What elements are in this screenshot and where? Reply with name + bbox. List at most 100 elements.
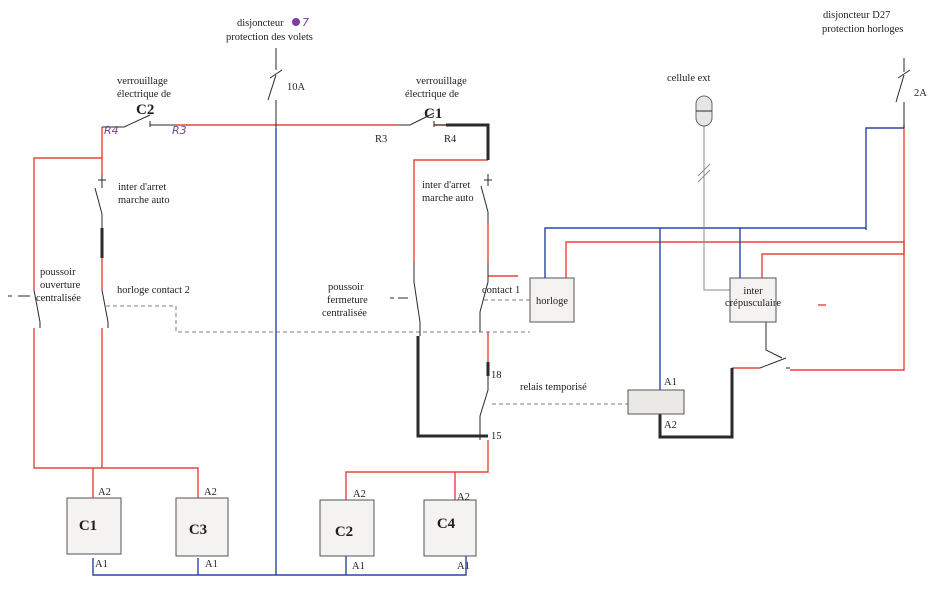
push-close-line2: fermeture xyxy=(327,295,368,306)
contactor-c2-name: C2 xyxy=(335,524,353,540)
wire-cell xyxy=(703,126,740,291)
stop-left-line1: inter d'arret xyxy=(118,182,166,193)
breaker-clock-line1: disjoncteur D27 xyxy=(823,10,890,21)
push-open xyxy=(8,289,530,333)
neutral-wires xyxy=(92,127,904,576)
contactor-c2: C2 A2 A1 xyxy=(319,489,375,572)
lock-c1-name: C1 xyxy=(424,106,442,122)
contactor-c3-top: A2 xyxy=(204,487,217,498)
contact1-label: contact 1 xyxy=(482,285,520,296)
thick-relay-return xyxy=(658,368,734,439)
push-close-line3: centralisée xyxy=(322,308,367,319)
breaker-10a-rating: 10A xyxy=(287,82,306,93)
lock-c2-line1: verrouillage xyxy=(117,76,168,87)
lock-c2-line2: électrique de xyxy=(117,89,171,100)
lock-c1-line2: électrique de xyxy=(405,89,459,100)
contactor-c3: C3 A2 A1 xyxy=(175,487,229,570)
thick-right-return xyxy=(416,336,488,438)
lock-c1-left: R3 xyxy=(375,134,387,145)
push-open-symbol xyxy=(8,289,41,328)
left-stop-switch xyxy=(94,175,106,228)
breaker-main-mark-icon xyxy=(292,18,300,26)
lock-c2-right: R3 xyxy=(172,124,187,137)
wire-neutral-top xyxy=(865,127,904,230)
wire-left-branch xyxy=(33,127,103,290)
relay-coil-box xyxy=(627,389,685,415)
relay-contact-symbol xyxy=(479,376,489,440)
push-close-symbol xyxy=(390,262,421,336)
contactor-c4-top: A2 xyxy=(457,492,470,503)
push-close xyxy=(390,262,530,336)
twilight-switch-symbol xyxy=(759,357,790,369)
relay-a2: A2 xyxy=(664,420,677,431)
relay-a1: A1 xyxy=(664,377,677,388)
contactor-c3-bottom: A1 xyxy=(205,559,218,570)
lock-c1-line1: verrouillage xyxy=(416,76,467,87)
contactor-c2-bottom: A1 xyxy=(352,561,365,572)
contactor-c4-box xyxy=(423,499,477,557)
contactor-c4-name: C4 xyxy=(437,516,456,532)
clock-contact2-label: horloge contact 2 xyxy=(117,285,190,296)
breaker-10a: 10A xyxy=(267,48,306,128)
stop-right-line1: inter d'arret xyxy=(422,180,470,191)
breaker-main-line2: protection des volets xyxy=(226,32,313,43)
right-stop-symbol xyxy=(480,174,492,222)
clock-contact2-symbol xyxy=(101,289,109,328)
contactor-c1-box xyxy=(66,497,122,555)
lock-c2-name: C2 xyxy=(136,102,154,118)
breaker-2a-rating: 2A xyxy=(914,88,927,99)
right-stop-switch xyxy=(480,174,492,222)
lock-c2-left: R4 xyxy=(104,124,119,137)
breaker-clock-line2: protection horloges xyxy=(822,24,903,35)
wire-relay-switch-link xyxy=(765,322,783,359)
thick-lock-c1 xyxy=(446,123,490,160)
clock-label: horloge xyxy=(536,296,568,307)
contactor-c4-bottom: A1 xyxy=(457,561,470,572)
contactor-c1-bottom: A1 xyxy=(95,559,108,570)
lock-c1-symbol xyxy=(397,112,446,127)
breaker-main-line1: disjoncteur xyxy=(237,18,284,29)
clock-contact2-link xyxy=(106,305,530,333)
wire-twilight-top xyxy=(761,253,904,278)
contactor-c2-top: A2 xyxy=(353,489,366,500)
push-open-line3: centralisée xyxy=(36,293,81,304)
phase-wires xyxy=(33,124,905,500)
twilight-label-2: crépusculaire xyxy=(725,298,781,309)
cell-wires xyxy=(697,126,740,291)
relay-contact: 18 15 xyxy=(479,370,628,442)
stop-left-line2: marche auto xyxy=(118,195,170,206)
cell-label: cellule ext xyxy=(667,73,711,84)
push-open-line1: poussoir xyxy=(40,267,76,278)
breaker-10a-line xyxy=(267,48,283,128)
contact1-symbol xyxy=(479,262,489,332)
push-open-line2: ouverture xyxy=(40,280,81,291)
wire-cell-cut1 xyxy=(697,163,711,177)
contactor-c1-top: A2 xyxy=(98,487,111,498)
contactor-c3-box xyxy=(175,497,229,557)
wire-right-bus xyxy=(345,440,489,500)
terminal-18: 18 xyxy=(491,370,502,381)
wire-right-branch xyxy=(413,159,488,262)
clock-box xyxy=(529,277,575,323)
wire-neutral-clock xyxy=(544,227,741,278)
stop-right-line2: marche auto xyxy=(422,193,474,204)
lock-c1-contact xyxy=(397,112,446,127)
twilight-box xyxy=(729,277,777,323)
lock-c2-symbol xyxy=(102,114,175,128)
breaker-2a-line xyxy=(895,58,911,128)
lock-c2-contact xyxy=(102,114,175,128)
relay-label: relais temporisé xyxy=(520,382,587,393)
twilight-label-1: inter xyxy=(743,286,763,297)
contactor-c1-name: C1 xyxy=(79,518,97,534)
left-stop-symbol xyxy=(94,175,106,228)
wire-neutral-bottom xyxy=(92,556,467,576)
push-close-line1: poussoir xyxy=(328,282,364,293)
breaker-2a: 2A xyxy=(895,58,927,128)
contactor-c4: C4 A2 A1 xyxy=(423,492,477,572)
wire-left-bus xyxy=(33,328,199,498)
wire-cell-cut2 xyxy=(697,169,711,183)
lock-c1-right: R4 xyxy=(444,134,457,145)
contactor-c2-box xyxy=(319,499,375,557)
